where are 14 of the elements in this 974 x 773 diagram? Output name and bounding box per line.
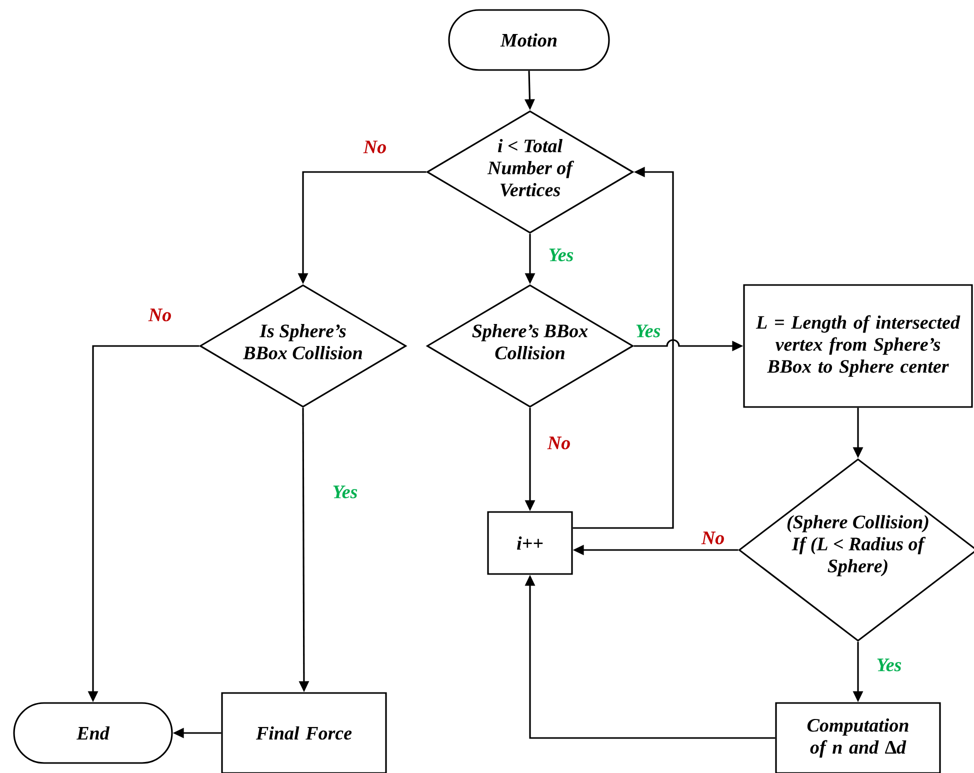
edge-label: No: [547, 436, 570, 450]
process-box: Final Force: [221, 692, 387, 773]
process-box: i++: [487, 511, 573, 575]
edge-label: No: [363, 140, 386, 154]
terminal-node: Motion: [448, 9, 610, 71]
edge-label: Yes: [636, 324, 660, 338]
process-box: L = Length of intersected vertex from Sphere’s BBox to Sphere center: [743, 284, 973, 408]
process-box: Computation of n and ∆d: [775, 702, 941, 773]
edge-label: Yes: [877, 658, 902, 672]
edge-label: Yes: [333, 486, 358, 498]
edge-label: Yes: [549, 248, 574, 262]
terminal-node: End: [13, 702, 173, 764]
edge-label: No: [148, 308, 171, 322]
edge-label: No: [701, 532, 724, 544]
